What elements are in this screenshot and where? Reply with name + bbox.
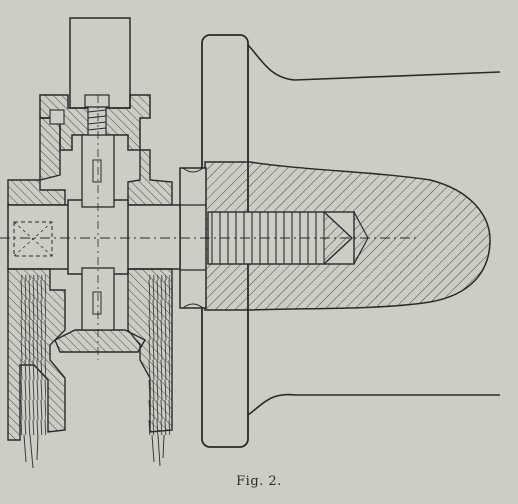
top-bolt: [49, 94, 110, 136]
brush-bundle-right: [148, 275, 170, 467]
shaft-outline: [247, 44, 501, 416]
sectioned-shaft: [204, 161, 491, 311]
brush-bundle-left: [20, 275, 46, 469]
upper-rod: [69, 17, 131, 109]
center-line: [0, 95, 420, 360]
figure-caption: Fig. 2.: [236, 474, 282, 489]
shaft-end-square: [13, 221, 53, 257]
